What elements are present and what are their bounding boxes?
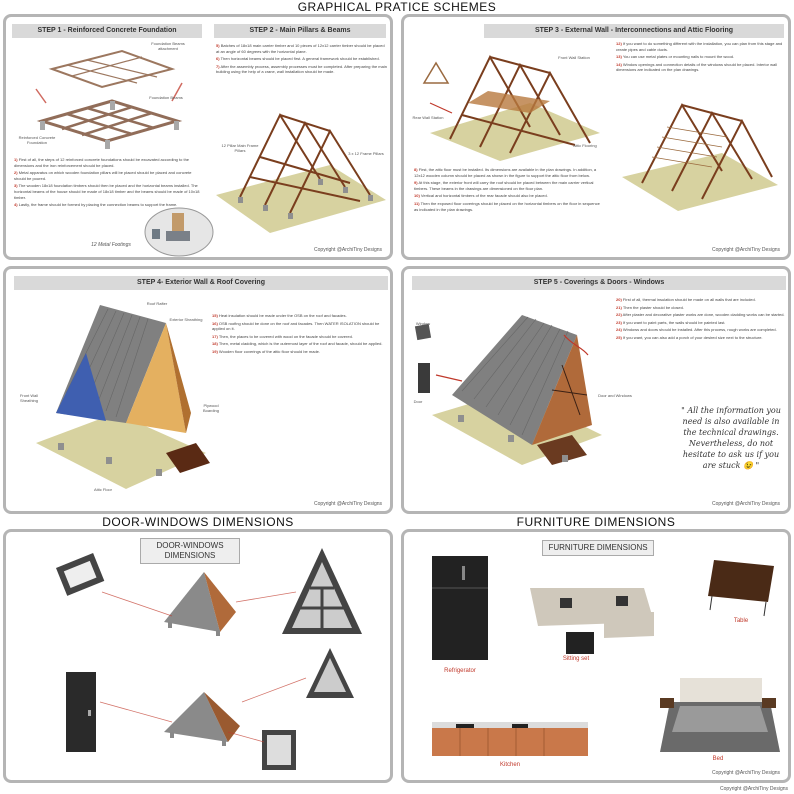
callout-door-and-windows: Door and Windows: [598, 393, 632, 398]
panel-step-3: STEP 3 - External Wall - Interconnection…: [401, 14, 791, 260]
metal-footing-illustration: [144, 207, 214, 257]
frame-pillars-illustration: [216, 112, 386, 233]
panel-1-copyright: Copyright @ArchiTiny Designs: [314, 247, 382, 253]
finished-house-illustration: [414, 315, 602, 465]
table-shape: [708, 560, 774, 617]
callout-foundation-beams-attachment: Foundation Beams attachment: [151, 41, 185, 51]
label-refrigerator: Refrigerator: [444, 668, 476, 674]
callout-front-wall-sheathing: Front Wall Sheathing: [19, 393, 39, 403]
panel-step-1-2: STEP 1 - Reinforced Concrete Foundation …: [3, 14, 393, 260]
callout-exterior-sheathing: Exterior Sheathing: [169, 317, 203, 322]
step-2-heading: STEP 2 - Main Pillars & Beams: [214, 24, 386, 38]
callout-attic-floor: Attic Floor: [93, 487, 112, 492]
step-1-notes: 1) First of all, the steps of 12 reinfor…: [14, 157, 200, 208]
step-3-notes-right: 12) If you want to do something differen…: [616, 41, 783, 73]
info-quote: " All the information you need is also a…: [681, 406, 781, 470]
callout-plywood-boarding: Plywood Boarding: [202, 403, 219, 413]
section-title-furniture: FURNITURE DIMENSIONS: [516, 515, 676, 529]
bed-shape: [660, 678, 780, 752]
door-windows-illustrations: [56, 548, 362, 770]
step-5-notes: 20) First of all, thermal insulation sho…: [616, 297, 785, 340]
step-3-notes-left: 8) First, the attic floor must be instal…: [414, 167, 600, 212]
callout-frame-pillars: 3 x 12 Frame Pillars: [348, 151, 384, 156]
door-windows-dims-title: DOOR-WINDOWS DIMENSIONS: [140, 538, 240, 564]
label-bed: Bed: [712, 756, 724, 762]
wall-framing-illustration: [622, 102, 778, 211]
step-1-heading: STEP 1 - Reinforced Concrete Foundation: [12, 24, 202, 38]
door-windows-title-line-1: DOOR-WINDOWS: [156, 541, 224, 550]
callout-door: Door: [413, 399, 423, 404]
attic-frame-illustration: [422, 54, 600, 161]
panel-2-copyright: Copyright @ArchiTiny Designs: [712, 247, 780, 253]
section-title-schemes: GRAPHICAL PRATICE SCHEMES: [297, 0, 497, 14]
panel-step-5: STEP 5 - Coverings & Doors - Windows Win…: [401, 266, 791, 514]
door-windows-title-line-2: DIMENSIONS: [164, 551, 216, 560]
foundation-exploded-illustration: [35, 49, 183, 149]
callout-concrete-foundation: Reinforced Concrete Foundation: [18, 135, 56, 145]
furniture-illustrations: [432, 556, 780, 756]
callout-foundation-beams: Foundation Beams: [149, 95, 183, 100]
panel-4-copyright: Copyright @ArchiTiny Designs: [712, 501, 780, 507]
sitting-set-shape: [530, 588, 654, 654]
callout-front-wall-station: Front Wall Station: [558, 55, 590, 60]
refrigerator-shape: [432, 556, 488, 660]
label-kitchen: Kitchen: [499, 762, 520, 768]
panel-6-copyright: Copyright @ArchiTiny Designs: [712, 770, 780, 776]
step-4-heading: STEP 4- Exterior Wall & Roof Covering: [14, 276, 388, 290]
panel-step-4: STEP 4- Exterior Wall & Roof Covering Ro…: [3, 266, 393, 514]
callout-rear-wall-station: Rear Wall Station: [412, 115, 444, 120]
panel-furniture: FURNITURE DIMENSIONS: [401, 529, 791, 783]
step-5-heading: STEP 5 - Coverings & Doors - Windows: [412, 276, 786, 290]
step-2-notes: 5) Batches of 18x18 main carrier timber …: [216, 43, 387, 75]
kitchen-shape: [432, 722, 588, 756]
step-4-notes: 15) Heat insulation should be made under…: [212, 313, 383, 354]
callout-roof-rafter: Roof Rafter: [146, 301, 168, 306]
furniture-dims-title: FURNITURE DIMENSIONS: [542, 540, 654, 556]
metal-footings-label: 12 Metal Footings: [91, 242, 131, 248]
callout-main-frame-pillars: 12 Pillar Main Frame Pillars: [221, 143, 259, 153]
panel-3-copyright: Copyright @ArchiTiny Designs: [314, 501, 382, 507]
section-title-door-windows: DOOR-WINDOWS DIMENSIONS: [102, 515, 294, 529]
roof-covering-illustration: [36, 305, 210, 489]
panel-door-windows: DOOR-WINDOWS DIMENSIONS: [3, 529, 393, 783]
label-sitting-set: Sitting set: [562, 656, 590, 662]
label-table: Table: [733, 618, 749, 624]
footer-copyright: Copyright @ArchiTiny Designs: [720, 786, 788, 792]
callout-window: Window: [415, 321, 431, 326]
step-3-heading: STEP 3 - External Wall - Interconnection…: [484, 24, 784, 38]
callout-attic-flooring: Attic Flooring: [573, 143, 597, 148]
